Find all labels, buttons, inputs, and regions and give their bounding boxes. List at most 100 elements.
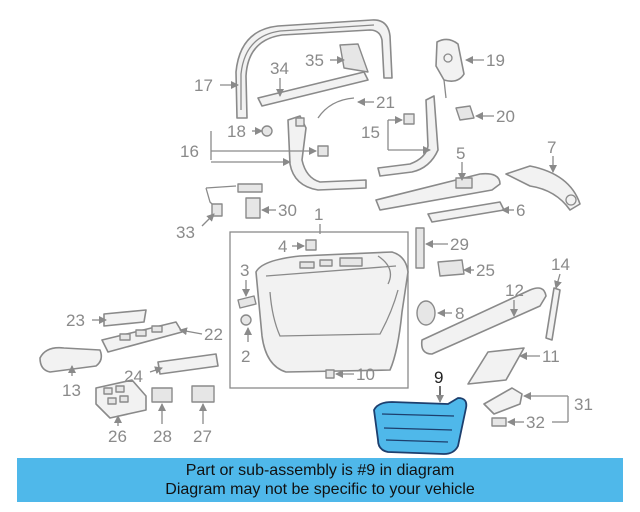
part-21-cable bbox=[317, 97, 355, 119]
callout-7: 7 bbox=[547, 138, 557, 173]
callout-34: 34 bbox=[270, 59, 289, 97]
svg-text:9: 9 bbox=[434, 368, 443, 387]
callout-29: 29 bbox=[425, 235, 469, 254]
svg-text:19: 19 bbox=[486, 51, 505, 70]
part-22-switch-panel bbox=[101, 321, 183, 353]
part-18-clip bbox=[261, 125, 273, 137]
part-24-trim-strip bbox=[157, 353, 219, 375]
callout-15: 15 bbox=[361, 116, 431, 154]
part-4-clip bbox=[305, 239, 317, 251]
svg-text:13: 13 bbox=[62, 381, 81, 400]
callout-8: 8 bbox=[437, 304, 464, 323]
part-1-door-panel-group bbox=[229, 231, 409, 389]
svg-text:24: 24 bbox=[124, 367, 143, 386]
svg-text:1: 1 bbox=[314, 205, 323, 224]
part-17-window-frame bbox=[235, 19, 393, 119]
svg-text:14: 14 bbox=[551, 255, 570, 274]
callout-30: 30 bbox=[261, 201, 297, 220]
part-33-harness bbox=[205, 183, 263, 217]
svg-text:5: 5 bbox=[456, 144, 465, 163]
callout-23: 23 bbox=[66, 311, 107, 330]
callout-10: 10 bbox=[335, 365, 375, 384]
svg-text:33: 33 bbox=[176, 223, 195, 242]
svg-text:11: 11 bbox=[542, 347, 560, 366]
callout-27: 27 bbox=[193, 403, 212, 446]
part-28-switch bbox=[151, 387, 173, 403]
svg-text:6: 6 bbox=[516, 201, 525, 220]
callout-17: 17 bbox=[194, 76, 239, 95]
part-19-mirror-trim bbox=[435, 38, 465, 99]
part-29-seal-strip bbox=[415, 227, 425, 269]
part-35-mirror-patch bbox=[339, 43, 369, 73]
banner-line-1: Part or sub-assembly is #9 in diagram bbox=[185, 462, 455, 479]
callout-20: 20 bbox=[475, 107, 515, 126]
callout-33: 33 bbox=[176, 213, 215, 242]
callout-28: 28 bbox=[153, 403, 172, 446]
callout-26: 26 bbox=[108, 415, 127, 446]
callout-21: 21 bbox=[357, 93, 395, 112]
part-27-switch bbox=[191, 385, 215, 403]
part-31-handle-assembly bbox=[483, 387, 523, 415]
part-14-trim-strip bbox=[545, 287, 561, 341]
svg-text:15: 15 bbox=[361, 123, 380, 142]
part-8-speaker-grille bbox=[416, 300, 436, 326]
callout-1: 1 bbox=[314, 205, 323, 234]
part-12-armrest-trim bbox=[420, 287, 547, 355]
svg-text:30: 30 bbox=[278, 201, 297, 220]
svg-text:12: 12 bbox=[505, 281, 524, 300]
part-7-upper-trim bbox=[505, 165, 581, 211]
callout-9: 9 bbox=[434, 368, 444, 403]
part-26-switch-block bbox=[95, 379, 147, 419]
callout-22: 22 bbox=[179, 325, 223, 344]
svg-text:35: 35 bbox=[305, 51, 324, 70]
part-34-belt-molding bbox=[257, 71, 369, 107]
svg-text:18: 18 bbox=[227, 122, 246, 141]
callout-13: 13 bbox=[62, 365, 81, 400]
part-25-switch bbox=[437, 259, 465, 277]
svg-text:25: 25 bbox=[476, 261, 495, 280]
callout-19: 19 bbox=[465, 51, 505, 70]
part-10-clip bbox=[325, 369, 335, 379]
svg-text:17: 17 bbox=[194, 76, 213, 95]
callout-11: 11 bbox=[519, 347, 560, 366]
svg-text:20: 20 bbox=[496, 107, 515, 126]
callout-31: 31 bbox=[523, 392, 593, 422]
svg-text:4: 4 bbox=[278, 237, 287, 256]
part-32-bolt bbox=[491, 417, 507, 427]
callout-4: 4 bbox=[278, 237, 305, 256]
svg-text:7: 7 bbox=[547, 138, 556, 157]
svg-text:27: 27 bbox=[193, 427, 212, 446]
callout-6: 6 bbox=[501, 201, 525, 220]
part-2-fastener bbox=[240, 314, 252, 326]
callout-35: 35 bbox=[305, 51, 345, 70]
part-11-insert bbox=[467, 347, 525, 385]
svg-text:2: 2 bbox=[241, 347, 250, 366]
svg-text:29: 29 bbox=[450, 235, 469, 254]
callout-2: 2 bbox=[241, 327, 252, 366]
part-13-pull-handle bbox=[39, 346, 103, 373]
svg-text:3: 3 bbox=[240, 261, 249, 280]
svg-text:32: 32 bbox=[526, 413, 545, 432]
svg-text:8: 8 bbox=[455, 304, 464, 323]
part-20-clip bbox=[455, 105, 475, 121]
callout-5: 5 bbox=[456, 144, 466, 181]
callout-32: 32 bbox=[507, 413, 568, 432]
part-23-trim-strip bbox=[103, 309, 147, 327]
callout-14: 14 bbox=[551, 255, 570, 289]
svg-text:26: 26 bbox=[108, 427, 127, 446]
part-30-switch bbox=[245, 197, 261, 219]
svg-text:16: 16 bbox=[180, 142, 199, 161]
callout-25: 25 bbox=[463, 261, 495, 280]
svg-text:31: 31 bbox=[574, 395, 593, 414]
callout-18: 18 bbox=[210, 122, 263, 160]
svg-text:23: 23 bbox=[66, 311, 85, 330]
part-6-trim-strip bbox=[427, 201, 505, 223]
part-9-highlighted[interactable] bbox=[373, 397, 468, 455]
callout-12: 12 bbox=[505, 281, 524, 317]
callout-3: 3 bbox=[240, 261, 250, 297]
callout-16: 16 bbox=[180, 142, 317, 166]
svg-text:34: 34 bbox=[270, 59, 289, 78]
svg-text:28: 28 bbox=[153, 427, 172, 446]
svg-text:22: 22 bbox=[204, 325, 223, 344]
part-3-bracket bbox=[237, 295, 257, 309]
